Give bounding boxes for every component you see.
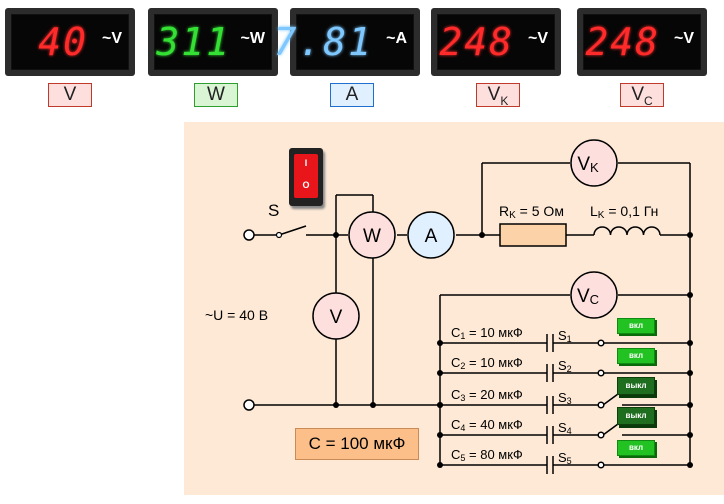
- tag-v: V: [48, 83, 92, 107]
- switch-s-label: S: [268, 201, 279, 220]
- diagram-panel: [184, 122, 724, 495]
- switch-contact: [597, 401, 605, 409]
- tag-vk-sub: K: [500, 93, 509, 108]
- voltmeter-label: V: [330, 307, 343, 328]
- tag-vk: VK: [476, 83, 520, 108]
- main-switch-rocker[interactable]: I O: [294, 154, 318, 198]
- capacitor-label-5: C5 = 80 мкФ: [451, 447, 523, 463]
- tag-vc: VC: [620, 83, 664, 108]
- tag-v-label: V: [63, 84, 77, 105]
- wattmeter-symbol: W: [348, 211, 396, 259]
- resistor-label-sub: K: [509, 210, 516, 221]
- switch-open-blade: [602, 423, 619, 436]
- meter-w-unit: ~W: [240, 30, 265, 47]
- total-capacitance-label: C = 100 мкФ: [295, 428, 419, 460]
- switch-on-mark: I: [304, 158, 308, 168]
- tag-vc-label: V: [631, 84, 644, 105]
- resistor-label-value: = 5 Ом: [516, 203, 564, 219]
- inductor-label-main: L: [590, 203, 598, 219]
- branch-1-toggle-button[interactable]: вкл: [617, 318, 655, 334]
- main-switch[interactable]: I O: [289, 148, 323, 206]
- resistor-label-main: R: [499, 203, 509, 219]
- ammeter-symbol: A: [407, 211, 455, 259]
- meter-vc-value: 248: [585, 20, 660, 64]
- meter-w: 311 ~W: [148, 8, 278, 76]
- switch-label-1: S1: [558, 328, 572, 344]
- junction-node: [437, 402, 443, 408]
- switch-open-blade: [602, 393, 619, 406]
- branch-3-toggle-button[interactable]: выкл: [617, 377, 655, 395]
- source-voltage-label: ~U = 40 В: [205, 307, 268, 323]
- vc-sub: C: [590, 292, 599, 307]
- meter-vc-unit: ~V: [673, 30, 694, 47]
- voltmeter-vk-symbol: VK: [570, 139, 618, 187]
- tag-w: W: [194, 83, 238, 107]
- inductor-label: LK = 0,1 Гн: [590, 203, 658, 221]
- switch-label-2: S2: [558, 358, 572, 374]
- meter-vk-value: 248: [439, 20, 514, 64]
- switch-contact: [597, 339, 605, 347]
- switch-contact: [597, 369, 605, 377]
- junction-node: [437, 432, 443, 438]
- junction-node: [687, 462, 693, 468]
- vc-main: V: [577, 286, 590, 307]
- switch-contact: [597, 431, 605, 439]
- inductor-label-value: = 0,1 Гн: [604, 203, 658, 219]
- switch-label-3: S3: [558, 390, 572, 406]
- junction-node: [437, 340, 443, 346]
- meter-a-unit: ~A: [386, 30, 407, 47]
- junction-node: [687, 402, 693, 408]
- meter-vk: 248 ~V: [431, 8, 561, 76]
- junction-node: [437, 462, 443, 468]
- branch-5-toggle-button[interactable]: вкл: [617, 440, 655, 456]
- switch-off-mark: O: [302, 180, 310, 190]
- junction-node: [437, 370, 443, 376]
- tag-a: A: [330, 83, 374, 107]
- voltmeter-vc-symbol: VC: [570, 271, 618, 319]
- capacitor-label-3: C3 = 20 мкФ: [451, 387, 523, 403]
- tag-w-label: W: [207, 84, 225, 105]
- switch-label-5: S5: [558, 450, 572, 466]
- meter-vc: 248 ~V: [577, 8, 707, 76]
- wattmeter-label: W: [363, 226, 381, 247]
- meter-a-value: 7.81: [273, 20, 373, 64]
- vk-main: V: [577, 154, 590, 175]
- voltmeter-symbol: V: [312, 292, 360, 340]
- capacitor-label-1: C1 = 10 мкФ: [451, 325, 523, 341]
- switch-label-4: S4: [558, 420, 572, 436]
- junction-node: [687, 370, 693, 376]
- meter-w-value: 311: [156, 20, 231, 64]
- ammeter-label: A: [425, 226, 438, 247]
- meter-a: 7.81 ~A: [273, 8, 420, 76]
- switch-contact: [597, 461, 605, 469]
- vk-sub: K: [590, 160, 599, 175]
- junction-node: [687, 432, 693, 438]
- capacitor-label-4: C4 = 40 мкФ: [451, 417, 523, 433]
- resistor-label: RK = 5 Ом: [499, 203, 564, 221]
- branch-2-toggle-button[interactable]: вкл: [617, 348, 655, 364]
- inductor-label-sub: K: [598, 210, 605, 221]
- branch-4-toggle-button[interactable]: выкл: [617, 407, 655, 425]
- meter-v-unit: ~V: [101, 30, 122, 47]
- tag-a-label: A: [345, 84, 359, 105]
- meter-vk-unit: ~V: [527, 30, 548, 47]
- capacitor-label-2: C2 = 10 мкФ: [451, 355, 523, 371]
- meter-v-value: 40: [38, 20, 88, 64]
- svg-text:VK: VK: [577, 154, 599, 175]
- junction-node: [687, 340, 693, 346]
- meter-v: 40 ~V: [5, 8, 135, 76]
- svg-text:VC: VC: [577, 286, 599, 307]
- terminal-bottom: [243, 399, 255, 411]
- terminal-top: [243, 229, 255, 241]
- tag-vk-label: V: [487, 84, 501, 105]
- tag-vc-sub: C: [644, 93, 653, 108]
